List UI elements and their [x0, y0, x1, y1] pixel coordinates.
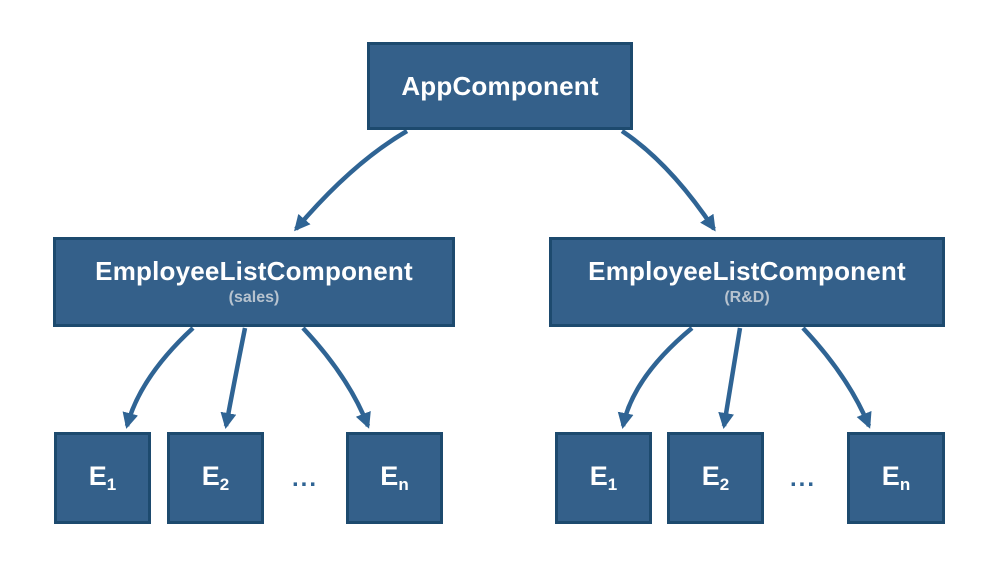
node-rnd-employee-2: E2 [667, 432, 764, 524]
node-sales-employee-1-label: E1 [88, 461, 117, 494]
arrow-root-to-rnd-list [620, 129, 716, 232]
node-rnd-employee-n: En [847, 432, 945, 524]
node-appcomponent-label: AppComponent [401, 70, 599, 101]
node-employeelist-rnd: EmployeeListComponent (R&D) [549, 237, 945, 327]
node-employeelist-rnd-label: EmployeeListComponent [588, 256, 906, 287]
node-sales-employee-n-label: En [380, 461, 409, 494]
arrow-sales-to-e2 [220, 327, 248, 429]
node-employeelist-rnd-sublabel: (R&D) [724, 288, 770, 306]
arrow-rnd-to-e2 [718, 327, 743, 429]
node-sales-employee-1: E1 [54, 432, 151, 524]
node-rnd-employee-2-label: E2 [701, 461, 730, 494]
node-employeelist-sales-sublabel: (sales) [228, 288, 280, 306]
node-rnd-employee-n-label: En [881, 461, 911, 494]
node-employeelist-sales: EmployeeListComponent (sales) [53, 237, 455, 327]
arrow-sales-to-e1 [122, 326, 195, 429]
node-sales-employee-2: E2 [167, 432, 264, 524]
arrow-root-to-sales-list [294, 129, 409, 232]
node-appcomponent: AppComponent [367, 42, 633, 130]
sales-ellipsis: ... [291, 465, 318, 492]
node-rnd-employee-1-label: E1 [589, 461, 618, 494]
arrow-rnd-to-e1 [617, 326, 694, 429]
node-sales-employee-n: En [346, 432, 443, 524]
rnd-ellipsis: ... [789, 465, 816, 492]
arrow-rnd-to-en [801, 326, 872, 429]
arrow-sales-to-en [301, 326, 371, 429]
node-employeelist-sales-label: EmployeeListComponent [95, 256, 413, 287]
node-rnd-employee-1: E1 [555, 432, 652, 524]
node-sales-employee-2-label: E2 [201, 461, 230, 494]
